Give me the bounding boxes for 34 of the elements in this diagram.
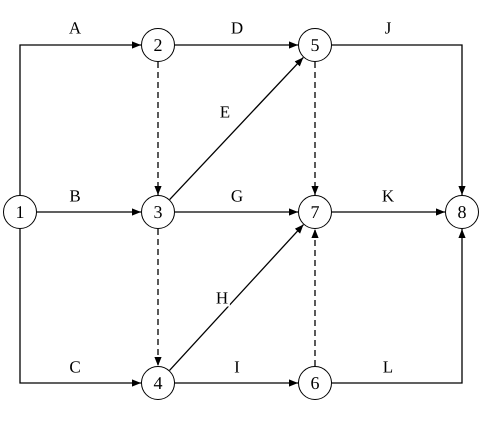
edge-label: D [228,20,246,36]
edge-label: I [232,358,242,376]
edge-label: B [67,188,83,204]
arrow [332,44,466,195]
event-number: 5 [310,34,320,56]
dashed-arrow [154,229,162,366]
event-number: 6 [310,372,320,394]
dashed-arrow [311,62,319,195]
edge-label: G [228,188,246,204]
event-number: 2 [154,34,162,56]
arrow [169,224,304,371]
edge-label: K [380,188,396,204]
event-number: 3 [154,200,162,224]
edge-label: A [66,20,84,36]
arrow [175,41,298,49]
edge-label: E [218,104,232,120]
arrow [169,56,304,200]
edge-label: J [382,20,394,36]
event-number: 7 [310,200,320,224]
edge-label: C [67,358,83,376]
event-number: 1 [16,200,24,224]
arrow [19,41,141,195]
arrow [332,229,466,384]
event-number: 8 [458,200,466,224]
dashed-arrow [154,62,162,195]
dashed-arrow [311,229,319,366]
edge-label: H [214,290,230,306]
arrow [37,208,141,216]
arrow [175,379,298,387]
arrow [19,229,141,387]
arrow [175,208,298,216]
edge-label: L [380,358,396,376]
arrow [332,208,445,216]
event-number: 4 [154,372,162,394]
